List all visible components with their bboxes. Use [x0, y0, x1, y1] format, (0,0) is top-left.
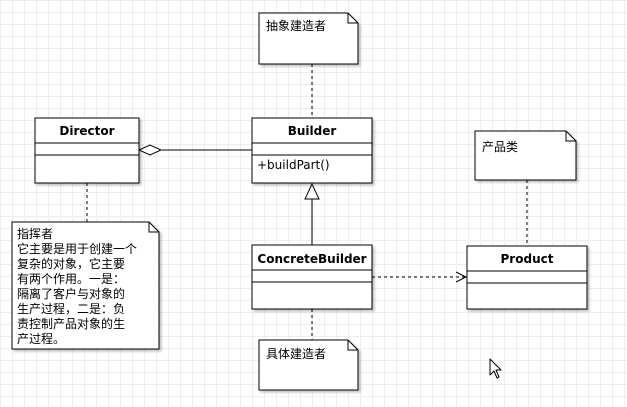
class-name: Builder	[288, 124, 337, 138]
note-text: 产品类	[482, 140, 518, 154]
note-product[interactable]: 产品类	[474, 130, 577, 181]
class-director[interactable]: Director	[34, 117, 140, 184]
generalization-connector[interactable]	[304, 182, 320, 245]
note-text-line: 责控制产品对象的生	[17, 316, 125, 331]
note-text-line: 它主要是用于创建一个	[17, 241, 137, 256]
note-director[interactable]: 指挥者 它主要是用于创建一个 复杂的对象，它主要 有两个作用。一是： 隔离了客户…	[11, 221, 160, 350]
note-builder[interactable]: 抽象建造者	[258, 12, 359, 65]
generalization-arrowhead	[304, 182, 320, 200]
operation: +buildPart()	[257, 158, 330, 172]
aggregation-connector[interactable]	[137, 144, 252, 156]
dependency-connector[interactable]	[372, 271, 468, 283]
note-text-line: 有两个作用。一是：	[17, 272, 125, 286]
class-concrete-builder[interactable]: ConcreteBuilder	[251, 244, 373, 310]
aggregation-diamond	[137, 144, 163, 156]
dependency-arrowhead	[455, 271, 468, 283]
note-text: 抽象建造者	[266, 19, 326, 33]
note-text-line: 复杂的对象，它主要	[17, 256, 125, 271]
class-name: Director	[59, 124, 114, 138]
note-concrete-builder[interactable]: 具体建造者	[258, 339, 359, 391]
class-product[interactable]: Product	[466, 245, 588, 310]
note-text-line: 生产过程，二是：负	[17, 301, 125, 316]
mouse-cursor-icon	[489, 358, 502, 379]
note-text: 具体建造者	[266, 347, 326, 361]
note-text-line: 指挥者	[17, 226, 53, 241]
class-builder[interactable]: Builder +buildPart()	[251, 117, 373, 184]
class-name: Product	[501, 252, 554, 266]
note-text-line: 产过程。	[17, 331, 65, 346]
note-text-line: 隔离了客户与对象的	[17, 286, 125, 301]
class-name: ConcreteBuilder	[257, 252, 366, 266]
